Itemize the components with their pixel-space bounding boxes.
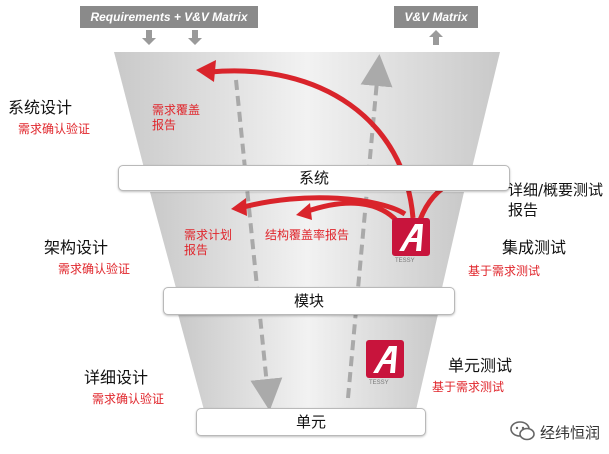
tessy-logo-integration — [392, 218, 430, 256]
requirements-matrix-tag: Requirements + V&V Matrix — [80, 6, 258, 28]
dashed-down-arrow — [234, 79, 283, 411]
tessy-a-icon — [399, 224, 423, 251]
funnel-top — [114, 52, 500, 168]
integration-test-sub: 基于需求测试 — [468, 264, 541, 278]
tag-arrows — [142, 30, 443, 45]
band-system: 系统 — [118, 165, 510, 191]
tessy-caption-integration: TESSY — [395, 258, 415, 264]
detail-report-label: 详细/概要测试报告 — [508, 181, 604, 219]
system-design-sub: 需求确认验证 — [18, 122, 91, 136]
funnel-middle — [150, 192, 464, 288]
system-design-label: 系统设计 — [8, 98, 73, 117]
unit-test-label: 单元测试 — [448, 356, 513, 375]
watermark-text: 经纬恒润 — [540, 424, 601, 442]
unit-test-sub: 基于需求测试 — [432, 380, 505, 394]
band-module: 模块 — [163, 287, 455, 315]
arch-design-label: 架构设计 — [44, 238, 109, 257]
wechat-icon — [510, 421, 535, 441]
detail-design-sub: 需求确认验证 — [92, 392, 165, 406]
tessy-a-icon — [373, 346, 397, 373]
plan-report-label: 需求计划报告 — [184, 228, 233, 257]
arch-design-sub: 需求确认验证 — [58, 262, 131, 276]
tessy-logo-unit — [366, 340, 404, 378]
arrow-to-plan — [239, 195, 407, 217]
tessy-caption-unit: TESSY — [369, 380, 389, 386]
funnel-bottom — [178, 314, 438, 410]
integration-test-label: 集成测试 — [502, 238, 567, 257]
arrow-to-structure — [304, 200, 400, 224]
detail-design-label: 详细设计 — [84, 368, 149, 387]
coverage-report-label: 需求覆盖报告 — [152, 103, 201, 132]
band-unit: 单元 — [196, 408, 426, 436]
struct-coverage-report-label: 结构覆盖率报告 — [265, 228, 350, 242]
vv-matrix-tag: V&V Matrix — [394, 6, 478, 28]
